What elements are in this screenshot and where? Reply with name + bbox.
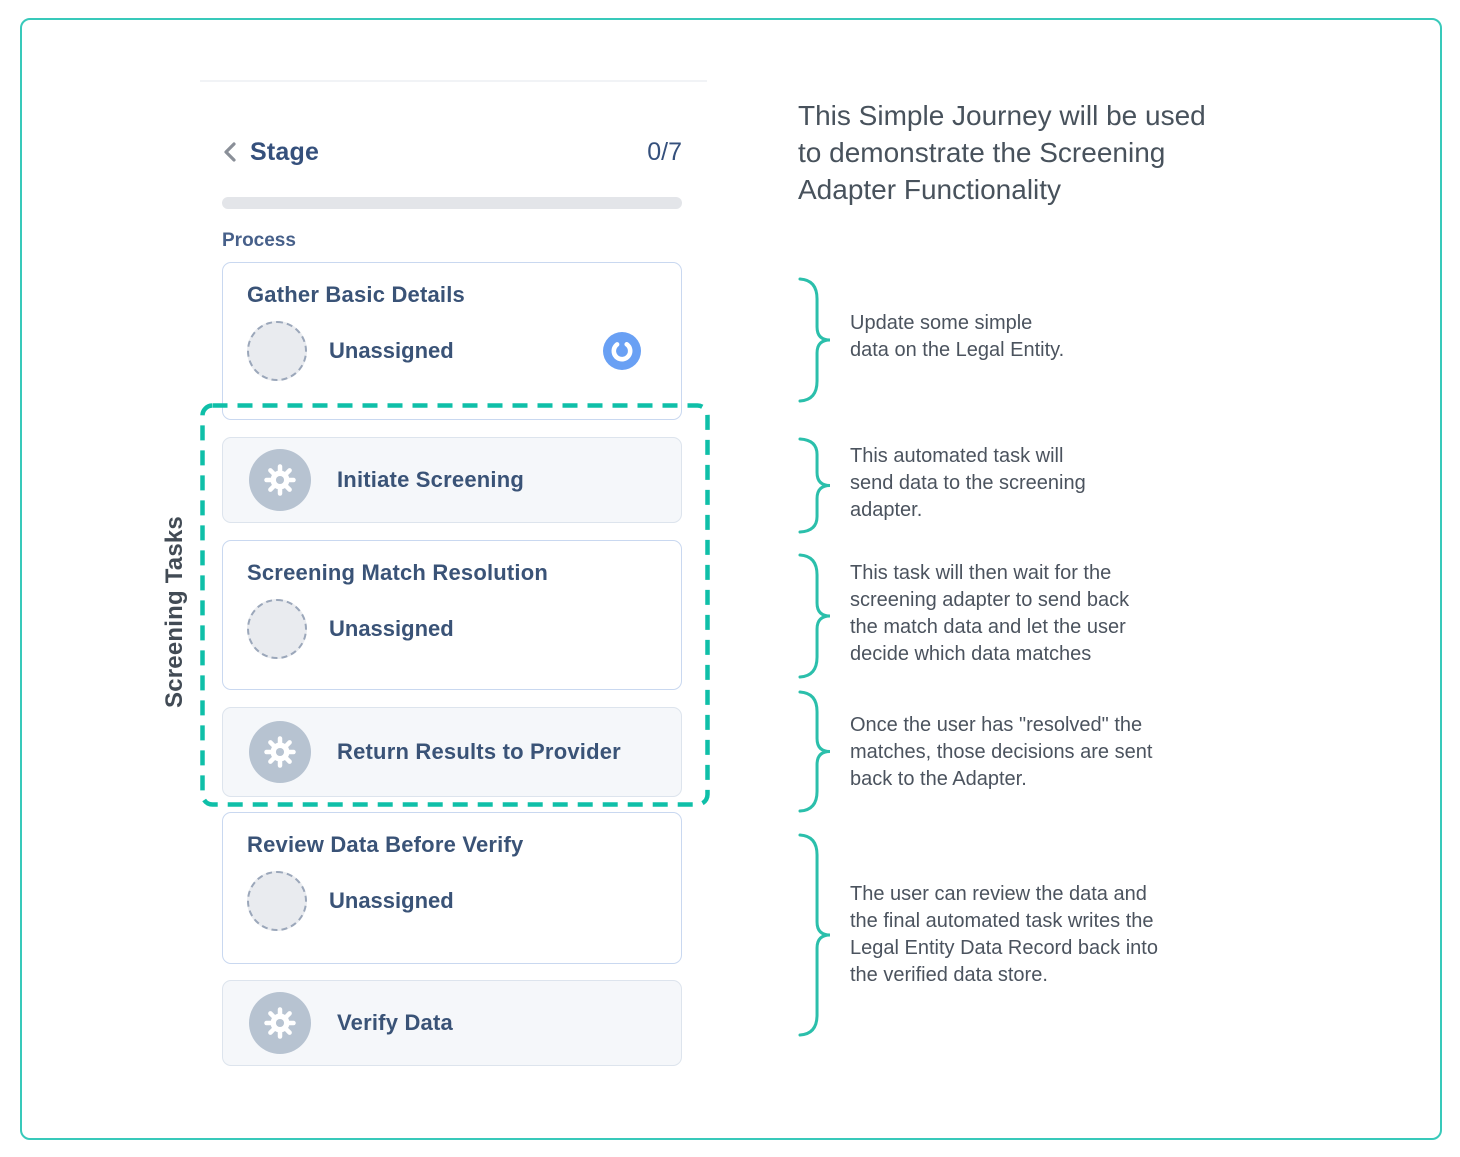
task-title: Initiate Screening	[337, 467, 524, 492]
annotation-note: Once the user has "resolved" the matches…	[850, 714, 1153, 790]
stage-header: Stage 0/7	[222, 132, 682, 172]
automated-task-badge	[249, 992, 311, 1054]
assignee-row: Unassigned	[247, 599, 657, 659]
chevron-left-icon	[224, 142, 236, 162]
task-title: Verify Data	[337, 1010, 453, 1035]
automated-task-badge	[249, 721, 311, 783]
task-title: Gather Basic Details	[247, 282, 465, 307]
brace-icon	[798, 690, 831, 813]
brace-icon	[798, 277, 831, 403]
task-card-return-results-to-provider[interactable]: Return Results to Provider	[222, 707, 682, 797]
back-button[interactable]	[222, 140, 238, 164]
annotation-note: This automated task will send data to th…	[850, 445, 1086, 521]
task-title: Review Data Before Verify	[247, 832, 524, 857]
unassigned-avatar[interactable]	[247, 599, 307, 659]
task-title: Return Results to Provider	[337, 739, 621, 764]
stage-progress-bar	[222, 197, 682, 209]
automated-task-badge	[249, 449, 311, 511]
annotation-title: This Simple Journey will be used to demo…	[798, 100, 1206, 205]
sync-icon[interactable]	[603, 332, 641, 370]
screening-tasks-group-label: Screening Tasks	[161, 516, 188, 708]
panel-top-divider	[200, 80, 707, 82]
assignee-label: Unassigned	[329, 338, 454, 363]
gear-icon	[264, 736, 296, 768]
unassigned-avatar[interactable]	[247, 321, 307, 381]
task-counter: 0/7	[647, 137, 682, 166]
process-section-label: Process	[222, 230, 296, 251]
brace-icon	[798, 833, 831, 1037]
annotation-note: Update some simple data on the Legal Ent…	[850, 312, 1065, 361]
task-card-screening-match-resolution[interactable]: Screening Match Resolution Unassigned	[222, 540, 682, 690]
unassigned-avatar[interactable]	[247, 871, 307, 931]
task-card-gather-basic-details[interactable]: Gather Basic Details Unassigned	[222, 262, 682, 420]
gear-icon	[264, 464, 296, 496]
brace-icon	[798, 553, 831, 679]
annotation-note: The user can review the data and the fin…	[850, 883, 1158, 986]
assignee-label: Unassigned	[329, 616, 454, 641]
gear-icon	[264, 1007, 296, 1039]
task-title: Screening Match Resolution	[247, 560, 549, 585]
assignee-row: Unassigned	[247, 871, 657, 931]
assignee-row: Unassigned	[247, 321, 657, 381]
task-card-initiate-screening[interactable]: Initiate Screening	[222, 437, 682, 523]
task-card-review-data-before-verify[interactable]: Review Data Before Verify Unassigned	[222, 812, 682, 964]
assignee-label: Unassigned	[329, 888, 454, 913]
task-card-verify-data[interactable]: Verify Data	[222, 980, 682, 1066]
stage-title: Stage	[250, 137, 320, 166]
annotation-note: This task will then wait for the screeni…	[850, 562, 1130, 665]
page-border	[20, 18, 1442, 1140]
brace-icon	[798, 437, 831, 534]
